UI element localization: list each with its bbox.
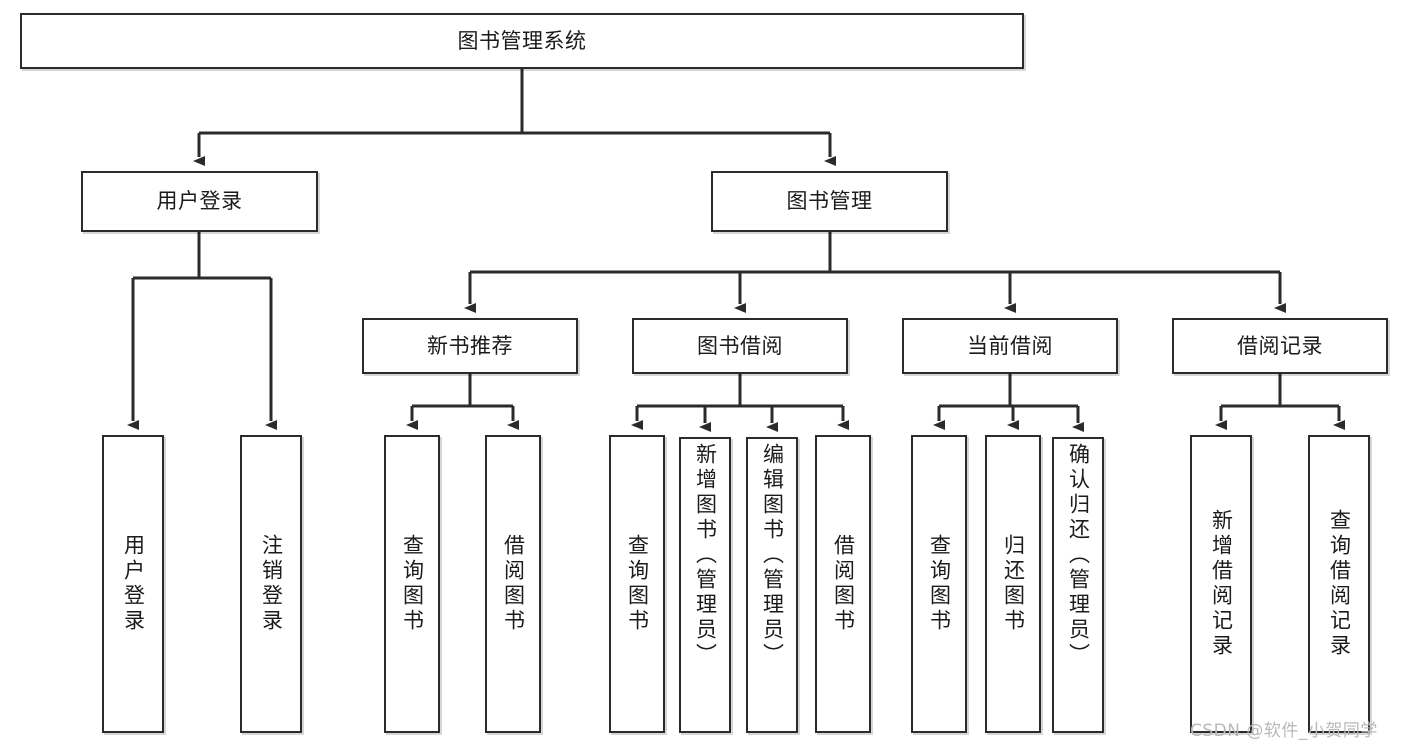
- leaf-node-query-book-rec-label: 查询图书: [400, 534, 425, 634]
- node-book-borrow-label: 图书借阅: [697, 333, 783, 358]
- node-user-login[interactable]: 用户登录: [81, 171, 318, 232]
- leaf-node-user-login[interactable]: 用户登录: [102, 435, 164, 733]
- leaf-node-confirm-return-admin-label: 确认归还（管理员）: [1066, 443, 1091, 668]
- leaf-node-query-borrow-record[interactable]: 查询借阅记录: [1308, 435, 1370, 733]
- leaf-node-return-book[interactable]: 归还图书: [985, 435, 1041, 733]
- node-root-label: 图书管理系统: [457, 28, 587, 53]
- node-root[interactable]: 图书管理系统: [20, 13, 1024, 69]
- leaf-node-query-borrow-record-label: 查询借阅记录: [1327, 509, 1352, 659]
- leaf-node-borrow-book-rec[interactable]: 借阅图书: [485, 435, 541, 733]
- node-borrow-record-label: 借阅记录: [1237, 333, 1323, 358]
- leaf-node-confirm-return-admin[interactable]: 确认归还（管理员）: [1052, 437, 1104, 733]
- leaf-node-borrow-book[interactable]: 借阅图书: [815, 435, 871, 733]
- leaf-node-add-borrow-record-label: 新增借阅记录: [1209, 509, 1234, 659]
- leaf-node-query-book-borrow[interactable]: 查询图书: [609, 435, 665, 733]
- leaf-node-borrow-book-label: 借阅图书: [831, 534, 856, 634]
- node-book-manage[interactable]: 图书管理: [711, 171, 948, 232]
- leaf-node-user-login-label: 用户登录: [121, 534, 146, 634]
- leaf-node-edit-book-admin-label: 编辑图书（管理员）: [760, 443, 785, 668]
- leaf-node-query-book-borrow-label: 查询图书: [625, 534, 650, 634]
- leaf-node-edit-book-admin[interactable]: 编辑图书（管理员）: [746, 437, 798, 733]
- node-book-borrow[interactable]: 图书借阅: [632, 318, 848, 374]
- leaf-node-logout-label: 注销登录: [259, 534, 284, 634]
- leaf-node-add-book-admin-label: 新增图书（管理员）: [693, 443, 718, 668]
- node-current-borrow[interactable]: 当前借阅: [902, 318, 1118, 374]
- node-new-book-recommend-label: 新书推荐: [427, 333, 513, 358]
- leaf-node-add-borrow-record[interactable]: 新增借阅记录: [1190, 435, 1252, 733]
- leaf-node-query-book-rec[interactable]: 查询图书: [384, 435, 440, 733]
- node-borrow-record[interactable]: 借阅记录: [1172, 318, 1388, 374]
- leaf-node-query-book-current-label: 查询图书: [927, 534, 952, 634]
- node-new-book-recommend[interactable]: 新书推荐: [362, 318, 578, 374]
- leaf-node-add-book-admin[interactable]: 新增图书（管理员）: [679, 437, 731, 733]
- node-current-borrow-label: 当前借阅: [967, 333, 1053, 358]
- leaf-node-query-book-current[interactable]: 查询图书: [911, 435, 967, 733]
- leaf-node-return-book-label: 归还图书: [1001, 534, 1026, 634]
- leaf-node-borrow-book-rec-label: 借阅图书: [501, 534, 526, 634]
- node-user-login-label: 用户登录: [156, 189, 243, 214]
- leaf-node-logout[interactable]: 注销登录: [240, 435, 302, 733]
- connector-lines: [127, 69, 1345, 432]
- node-book-manage-label: 图书管理: [786, 189, 873, 214]
